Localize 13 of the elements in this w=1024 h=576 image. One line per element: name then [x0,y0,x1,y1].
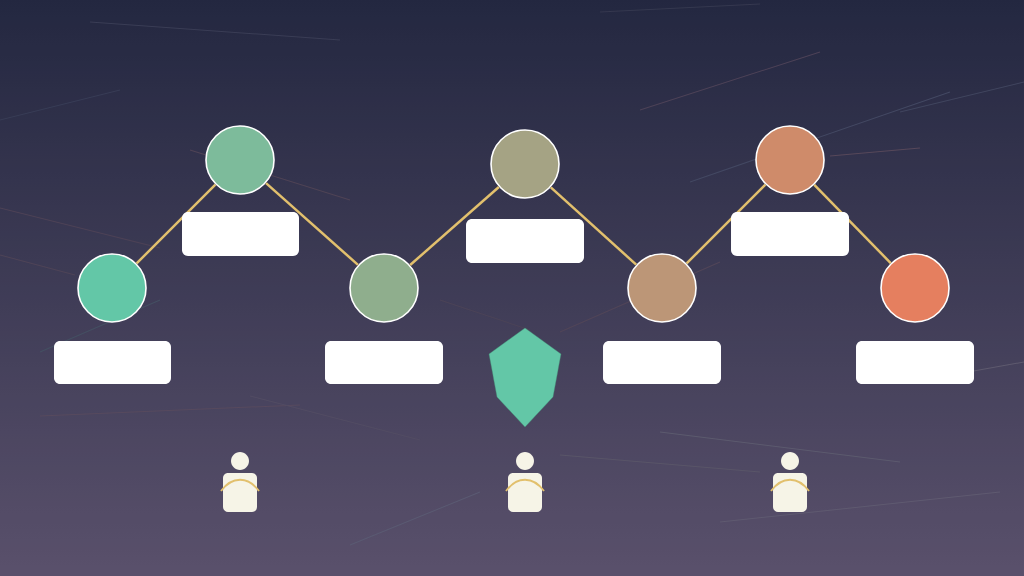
circle-node [880,253,950,323]
connector-line [813,184,892,264]
circle-node [349,253,419,323]
circle-node [77,253,147,323]
connector-line [549,186,638,266]
connector-line [265,182,359,266]
connector-line [409,186,500,266]
circle-node [490,129,560,199]
circle-node [205,125,275,195]
circle-node [755,125,825,195]
connector-line [685,183,767,265]
circle-node [627,253,697,323]
connector-line [135,183,217,265]
